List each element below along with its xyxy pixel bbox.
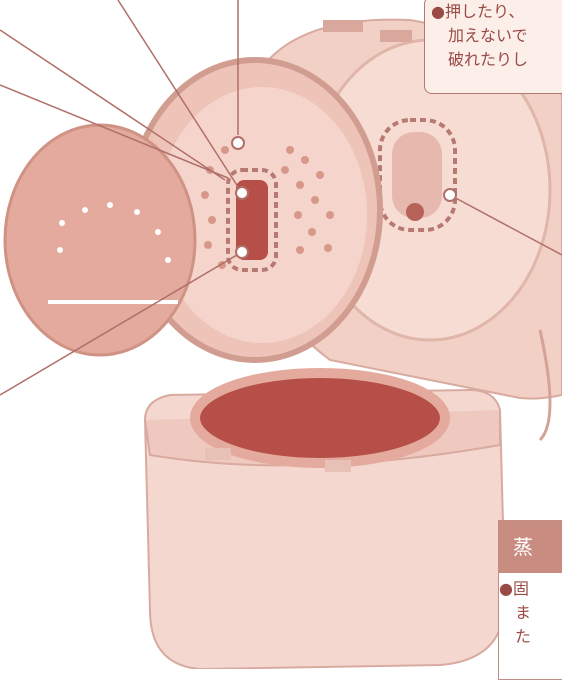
cooker-body bbox=[145, 373, 505, 669]
callout-line-2: 加えないで bbox=[431, 24, 562, 48]
steam-line-2: ま bbox=[499, 601, 562, 625]
warning-callout-top: ●押したり、 加えないで 破れたりし bbox=[424, 0, 562, 94]
callout-line-3: 破れたりし bbox=[431, 48, 562, 72]
callout-line-1: ●押したり、 bbox=[431, 0, 562, 24]
detached-plate bbox=[5, 125, 195, 355]
steam-body-text: ●固 ま た bbox=[499, 577, 562, 649]
steam-heading: 蒸 bbox=[499, 521, 562, 573]
steam-line-1: ●固 bbox=[499, 577, 562, 601]
steam-section-box: 蒸 ●固 ま た bbox=[498, 520, 562, 680]
steam-line-3: た bbox=[499, 625, 562, 649]
